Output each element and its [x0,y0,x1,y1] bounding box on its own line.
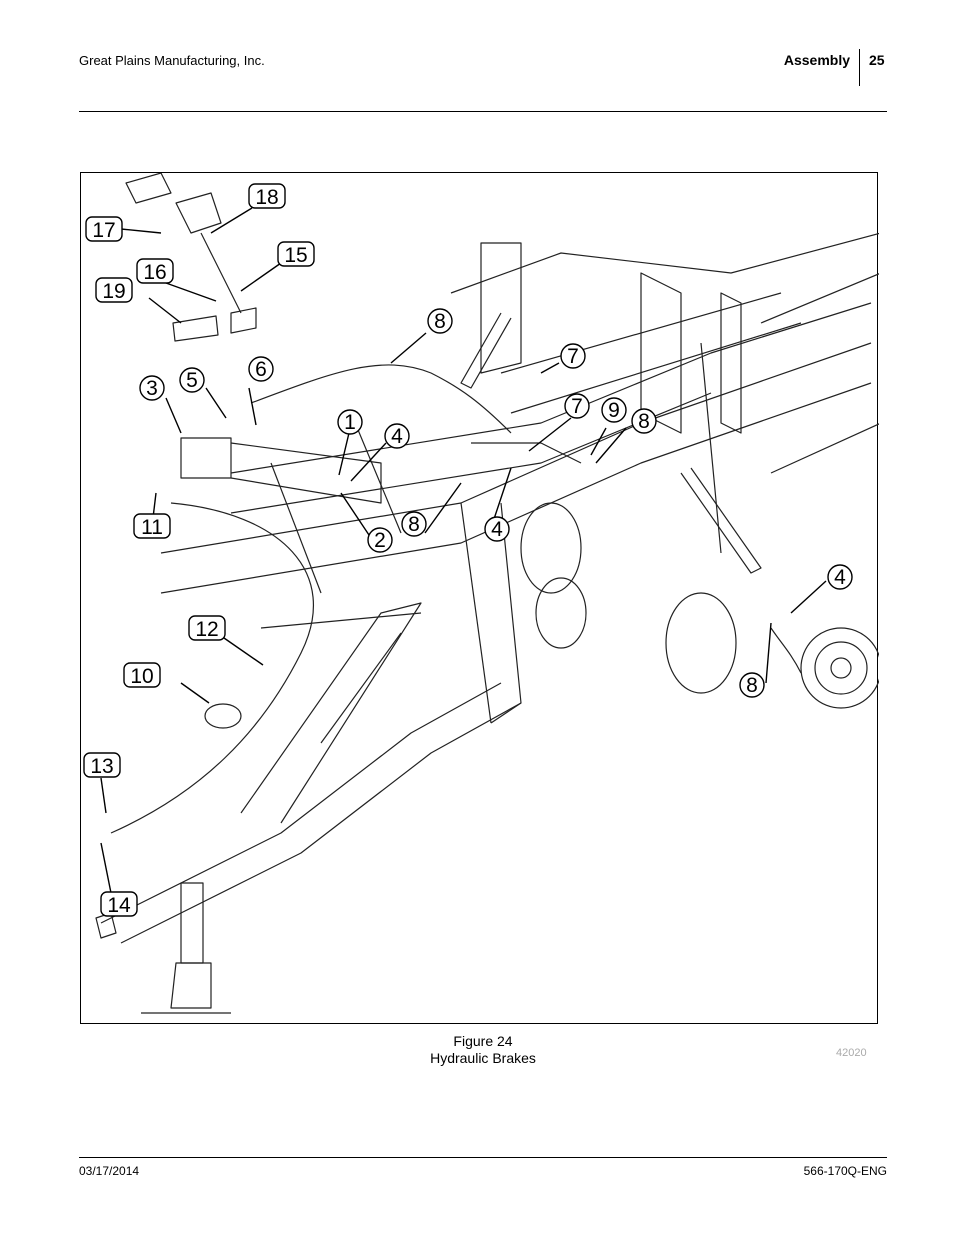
svg-text:13: 13 [90,755,113,778]
machine-linework [95,173,879,1014]
svg-text:7: 7 [567,345,579,368]
figure-frame: 18 17 15 16 19 8 7 5 6 3 7 9 8 1 4 8 4 2… [80,172,879,1024]
svg-text:8: 8 [746,674,758,697]
footer-doc-number: 566-170Q-ENG [803,1164,887,1178]
callout-12: 12 [188,615,226,641]
callout-8a: 8 [427,308,453,334]
header-company: Great Plains Manufacturing, Inc. [79,53,265,68]
footer-date: 03/17/2014 [79,1164,140,1178]
svg-text:9: 9 [608,399,620,422]
callout-15: 15 [277,241,315,267]
callout-9: 9 [601,397,627,423]
callout-7b: 7 [564,393,590,419]
page-number: 25 [869,52,885,68]
svg-text:6: 6 [255,358,267,381]
svg-text:19: 19 [102,280,125,303]
figure-number: Figure 24 [453,1033,513,1049]
callout-6: 6 [248,356,274,382]
svg-text:8: 8 [638,410,650,433]
svg-text:1: 1 [344,411,356,434]
svg-text:5: 5 [186,369,198,392]
svg-text:8: 8 [408,513,420,536]
svg-text:18: 18 [255,186,278,209]
callout-14: 14 [100,891,138,917]
callout-4c: 4 [827,564,853,590]
svg-text:4: 4 [491,518,503,541]
callout-7a: 7 [560,343,586,369]
svg-text:11: 11 [141,516,163,539]
svg-text:4: 4 [391,425,403,448]
header-divider [859,49,860,86]
callout-5: 5 [179,367,205,393]
drawing-number: 42020 [836,1047,867,1059]
callout-19: 19 [95,277,133,303]
svg-text:8: 8 [434,310,446,333]
svg-text:4: 4 [834,566,846,589]
callout-3: 3 [139,375,165,401]
header-section-title: Assembly [783,52,850,68]
footer-rule [79,1157,887,1158]
svg-text:17: 17 [92,219,115,242]
svg-text:16: 16 [143,261,166,284]
callout-2: 2 [367,527,393,553]
callout-leaders [100,207,827,894]
svg-text:14: 14 [107,894,131,917]
callout-8b: 8 [631,408,657,434]
callout-10: 10 [123,662,161,688]
callout-4b: 4 [484,516,510,542]
callout-11: 11 [133,513,171,539]
svg-text:12: 12 [195,618,218,641]
header-rule [79,111,887,112]
callout-17: 17 [85,216,123,242]
callout-18: 18 [248,183,286,209]
figure-title: Hydraulic Brakes [430,1050,536,1066]
svg-text:7: 7 [571,395,583,418]
hydraulic-brakes-drawing: 18 17 15 16 19 8 7 5 6 3 7 9 8 1 4 8 4 2… [83,173,879,1014]
callout-8c: 8 [401,511,427,537]
callout-balloons: 18 17 15 16 19 8 7 5 6 3 7 9 8 1 4 8 4 2… [83,183,853,917]
callout-8d: 8 [739,672,765,698]
callout-1: 1 [337,409,363,435]
callout-4a: 4 [384,423,410,449]
callout-13: 13 [83,752,121,778]
callout-16: 16 [136,258,174,284]
svg-text:2: 2 [374,529,386,552]
svg-text:15: 15 [284,244,307,267]
svg-text:3: 3 [146,377,158,400]
figure-caption: Figure 24 Hydraulic Brakes [283,1033,683,1067]
svg-text:10: 10 [130,665,153,688]
